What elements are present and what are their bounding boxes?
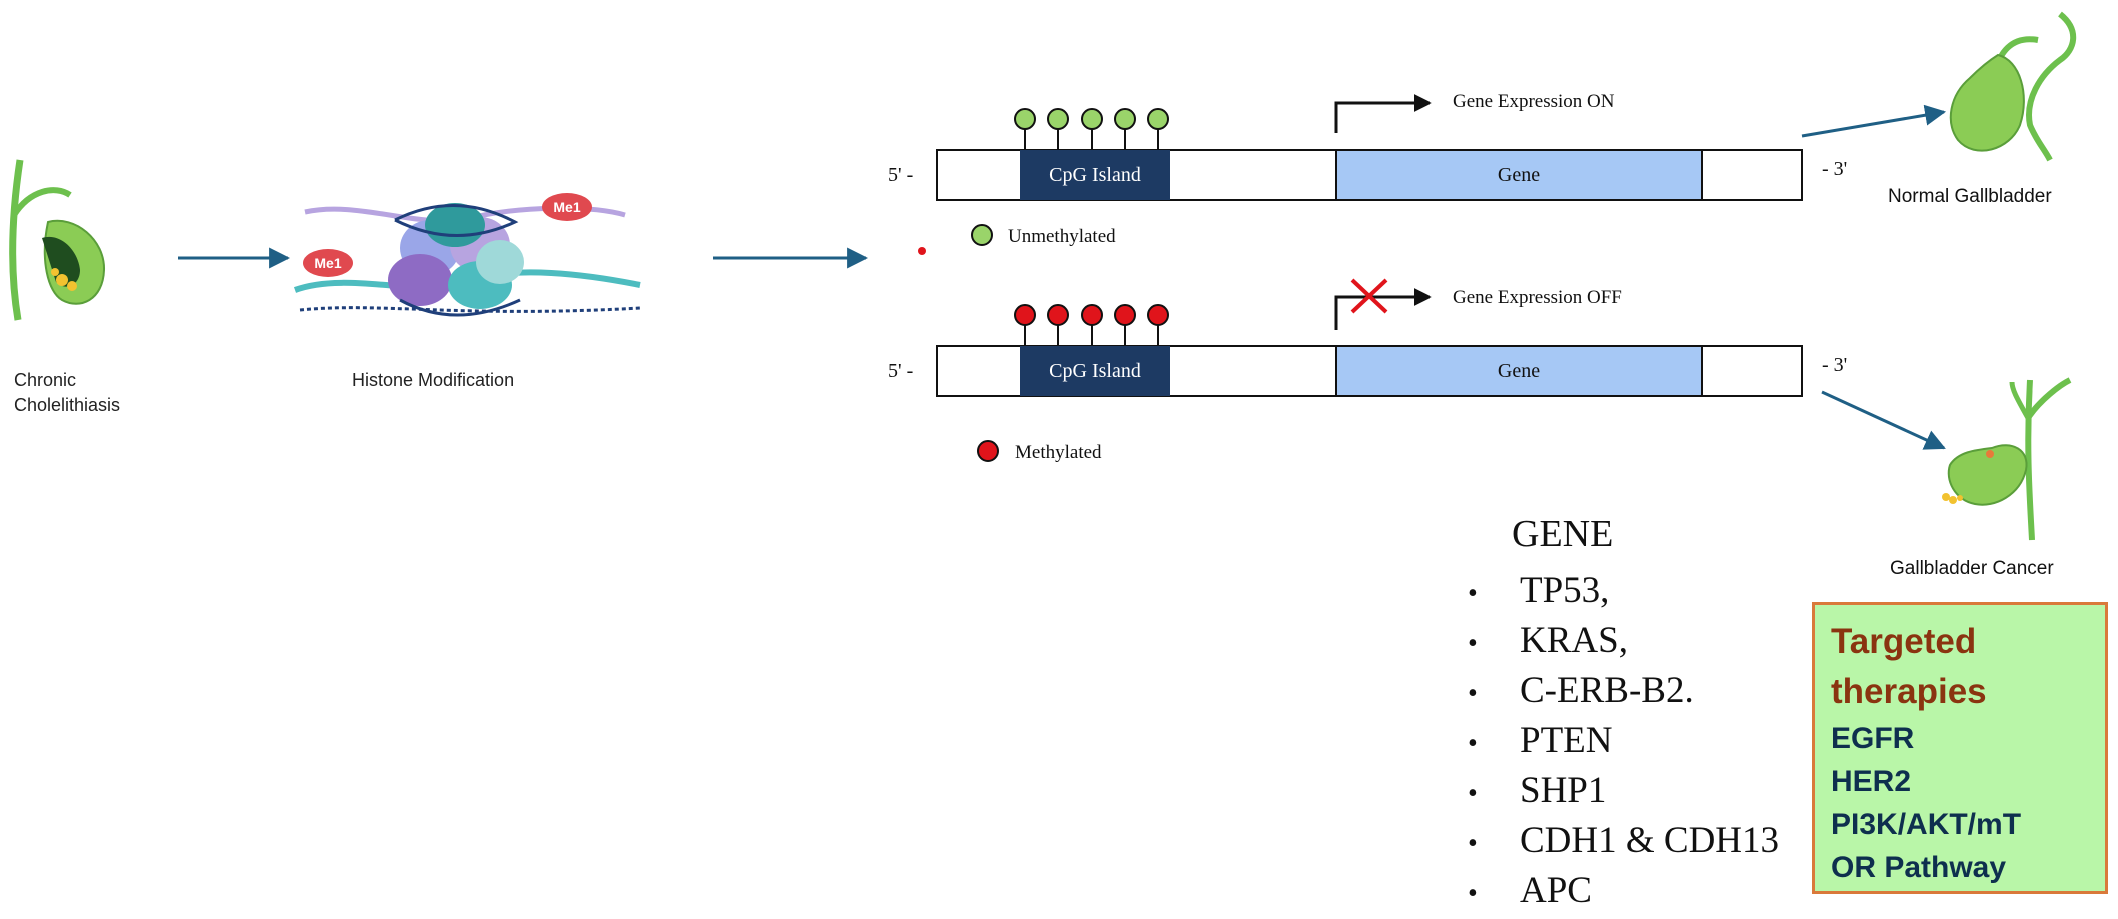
histone-label: Histone Modification xyxy=(352,370,514,390)
bullet-icon: • xyxy=(1468,828,1478,859)
chronic-gallbladder-icon xyxy=(9,159,106,321)
gene-name: TP53, xyxy=(1520,570,1610,611)
red-dot xyxy=(918,247,926,255)
chronic-label-line1: Chronic xyxy=(14,370,76,390)
bullet-icon: • xyxy=(1468,728,1478,759)
arrow-to-cancer xyxy=(1821,390,1946,450)
gene-block-bottom xyxy=(1335,345,1703,397)
normal-gallbladder-icon xyxy=(1949,11,2077,162)
therapy-title-line2: therapies xyxy=(1831,672,1987,711)
gene-name: PTEN xyxy=(1520,720,1613,761)
gene-name: CDH1 & CDH13 xyxy=(1520,820,1780,861)
bullet-icon: • xyxy=(1468,578,1478,609)
cancer-gallbladder-label: Gallbladder Cancer xyxy=(1890,558,2054,579)
therapy-title-line1: Targeted xyxy=(1831,622,1977,661)
blocked-x-icon xyxy=(1350,278,1388,314)
gene-name: APC xyxy=(1520,870,1592,911)
bullet-icon: • xyxy=(1468,778,1478,809)
gene-label-bottom: Gene xyxy=(1498,360,1540,382)
three-prime-top: - 3' xyxy=(1822,158,1847,180)
three-prime-bottom: - 3' xyxy=(1822,354,1847,376)
gene-list: • TP53, • KRAS, • C-ERB-B2. • PTEN • SHP1 • CD… xyxy=(1468,566,1779,916)
list-item: • C-ERB-B2. xyxy=(1468,666,1779,716)
methylated-legend-label: Methylated xyxy=(1015,442,1102,463)
list-item: • PTEN xyxy=(1468,716,1779,766)
histone-mark-left: Me1 xyxy=(314,255,341,271)
gene-name: KRAS, xyxy=(1520,620,1628,661)
bullet-icon: • xyxy=(1468,878,1478,909)
list-item: • KRAS, xyxy=(1468,616,1779,666)
five-prime-top: 5' - xyxy=(888,164,913,186)
histone-mark-right: Me1 xyxy=(553,199,580,215)
cpg-island-top xyxy=(1020,150,1170,200)
unmethylated-lollipops xyxy=(1014,108,1169,150)
cpg-label-top: CpG Island xyxy=(1049,164,1141,186)
promoter-arrow-on xyxy=(1334,94,1432,133)
cancer-gallbladder-icon xyxy=(1942,377,2072,541)
bullet-icon: • xyxy=(1468,628,1478,659)
gene-name: SHP1 xyxy=(1520,770,1607,811)
promoter-arrow-off xyxy=(1334,288,1432,330)
list-item: • SHP1 xyxy=(1468,766,1779,816)
unmethylated-legend-icon xyxy=(971,224,993,246)
therapy-item: OR Pathway xyxy=(1831,851,2007,884)
therapy-item: PI3K/AKT/mT xyxy=(1831,808,2022,841)
list-item: • CDH1 & CDH13 xyxy=(1468,816,1779,866)
gene-list-title: GENE xyxy=(1512,513,1614,555)
list-item: • TP53, xyxy=(1468,566,1779,616)
targeted-therapies-box: Targeted therapies EGFR HER2 PI3K/AKT/mT… xyxy=(1812,602,2108,894)
histone-nucleosome-icon xyxy=(293,193,641,317)
expression-off-label: Gene Expression OFF xyxy=(1453,287,1622,308)
methylated-legend-icon xyxy=(977,440,999,462)
therapy-item: HER2 xyxy=(1831,765,1912,798)
therapy-item: EGFR xyxy=(1831,722,1915,755)
arrow-to-normal xyxy=(1801,104,1947,138)
cpg-island-bottom xyxy=(1020,346,1170,396)
unmethylated-legend-label: Unmethylated xyxy=(1008,226,1116,247)
list-item: • APC xyxy=(1468,866,1779,916)
five-prime-bottom: 5' - xyxy=(888,360,913,382)
gene-label-top: Gene xyxy=(1498,164,1540,186)
expression-on-label: Gene Expression ON xyxy=(1453,91,1615,112)
gene-block-top xyxy=(1335,149,1703,201)
bullet-icon: • xyxy=(1468,678,1478,709)
gene-name: C-ERB-B2. xyxy=(1520,670,1694,711)
cpg-label-bottom: CpG Island xyxy=(1049,360,1141,382)
normal-gallbladder-label: Normal Gallbladder xyxy=(1888,186,2052,207)
methylated-lollipops xyxy=(1014,304,1169,346)
chronic-label-line2: Cholelithiasis xyxy=(14,395,120,415)
